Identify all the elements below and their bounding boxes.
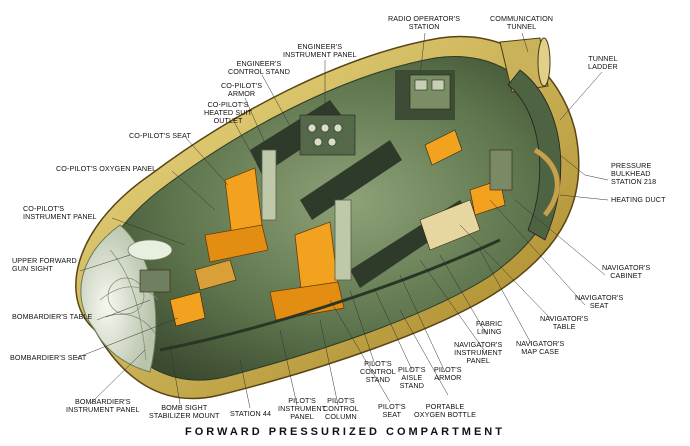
radio-station [409, 74, 463, 166]
pilot-seat [269, 199, 352, 321]
copilot-seat [204, 149, 277, 263]
gun-sight [127, 239, 173, 261]
leader-lines [75, 32, 609, 409]
tunnel [499, 37, 551, 93]
bulkhead [507, 69, 562, 241]
heating-duct [533, 147, 560, 217]
bombardier-area [139, 259, 237, 327]
label-station-44: STATION 44 [230, 409, 272, 418]
glazed-nose [80, 224, 157, 373]
label-copilots-seat: CO-PILOT'S SEAT [129, 131, 191, 140]
nose-frames [96, 249, 159, 361]
figure-title: FORWARD PRESSURIZED COMPARTMENT [185, 426, 505, 438]
label-bombardiers-table: BOMBARDIER'S TABLE [12, 312, 93, 321]
label-copilots-oxygen-panel: CO-PILOT'S OXYGEN PANEL [56, 164, 157, 173]
engineer-panel [299, 114, 356, 156]
navigator-area [419, 149, 513, 251]
label-bombardiers-seat: BOMBARDIER'S SEAT [10, 353, 87, 362]
floor [159, 238, 501, 352]
label-heating-duct: HEATING DUCT [611, 195, 666, 204]
